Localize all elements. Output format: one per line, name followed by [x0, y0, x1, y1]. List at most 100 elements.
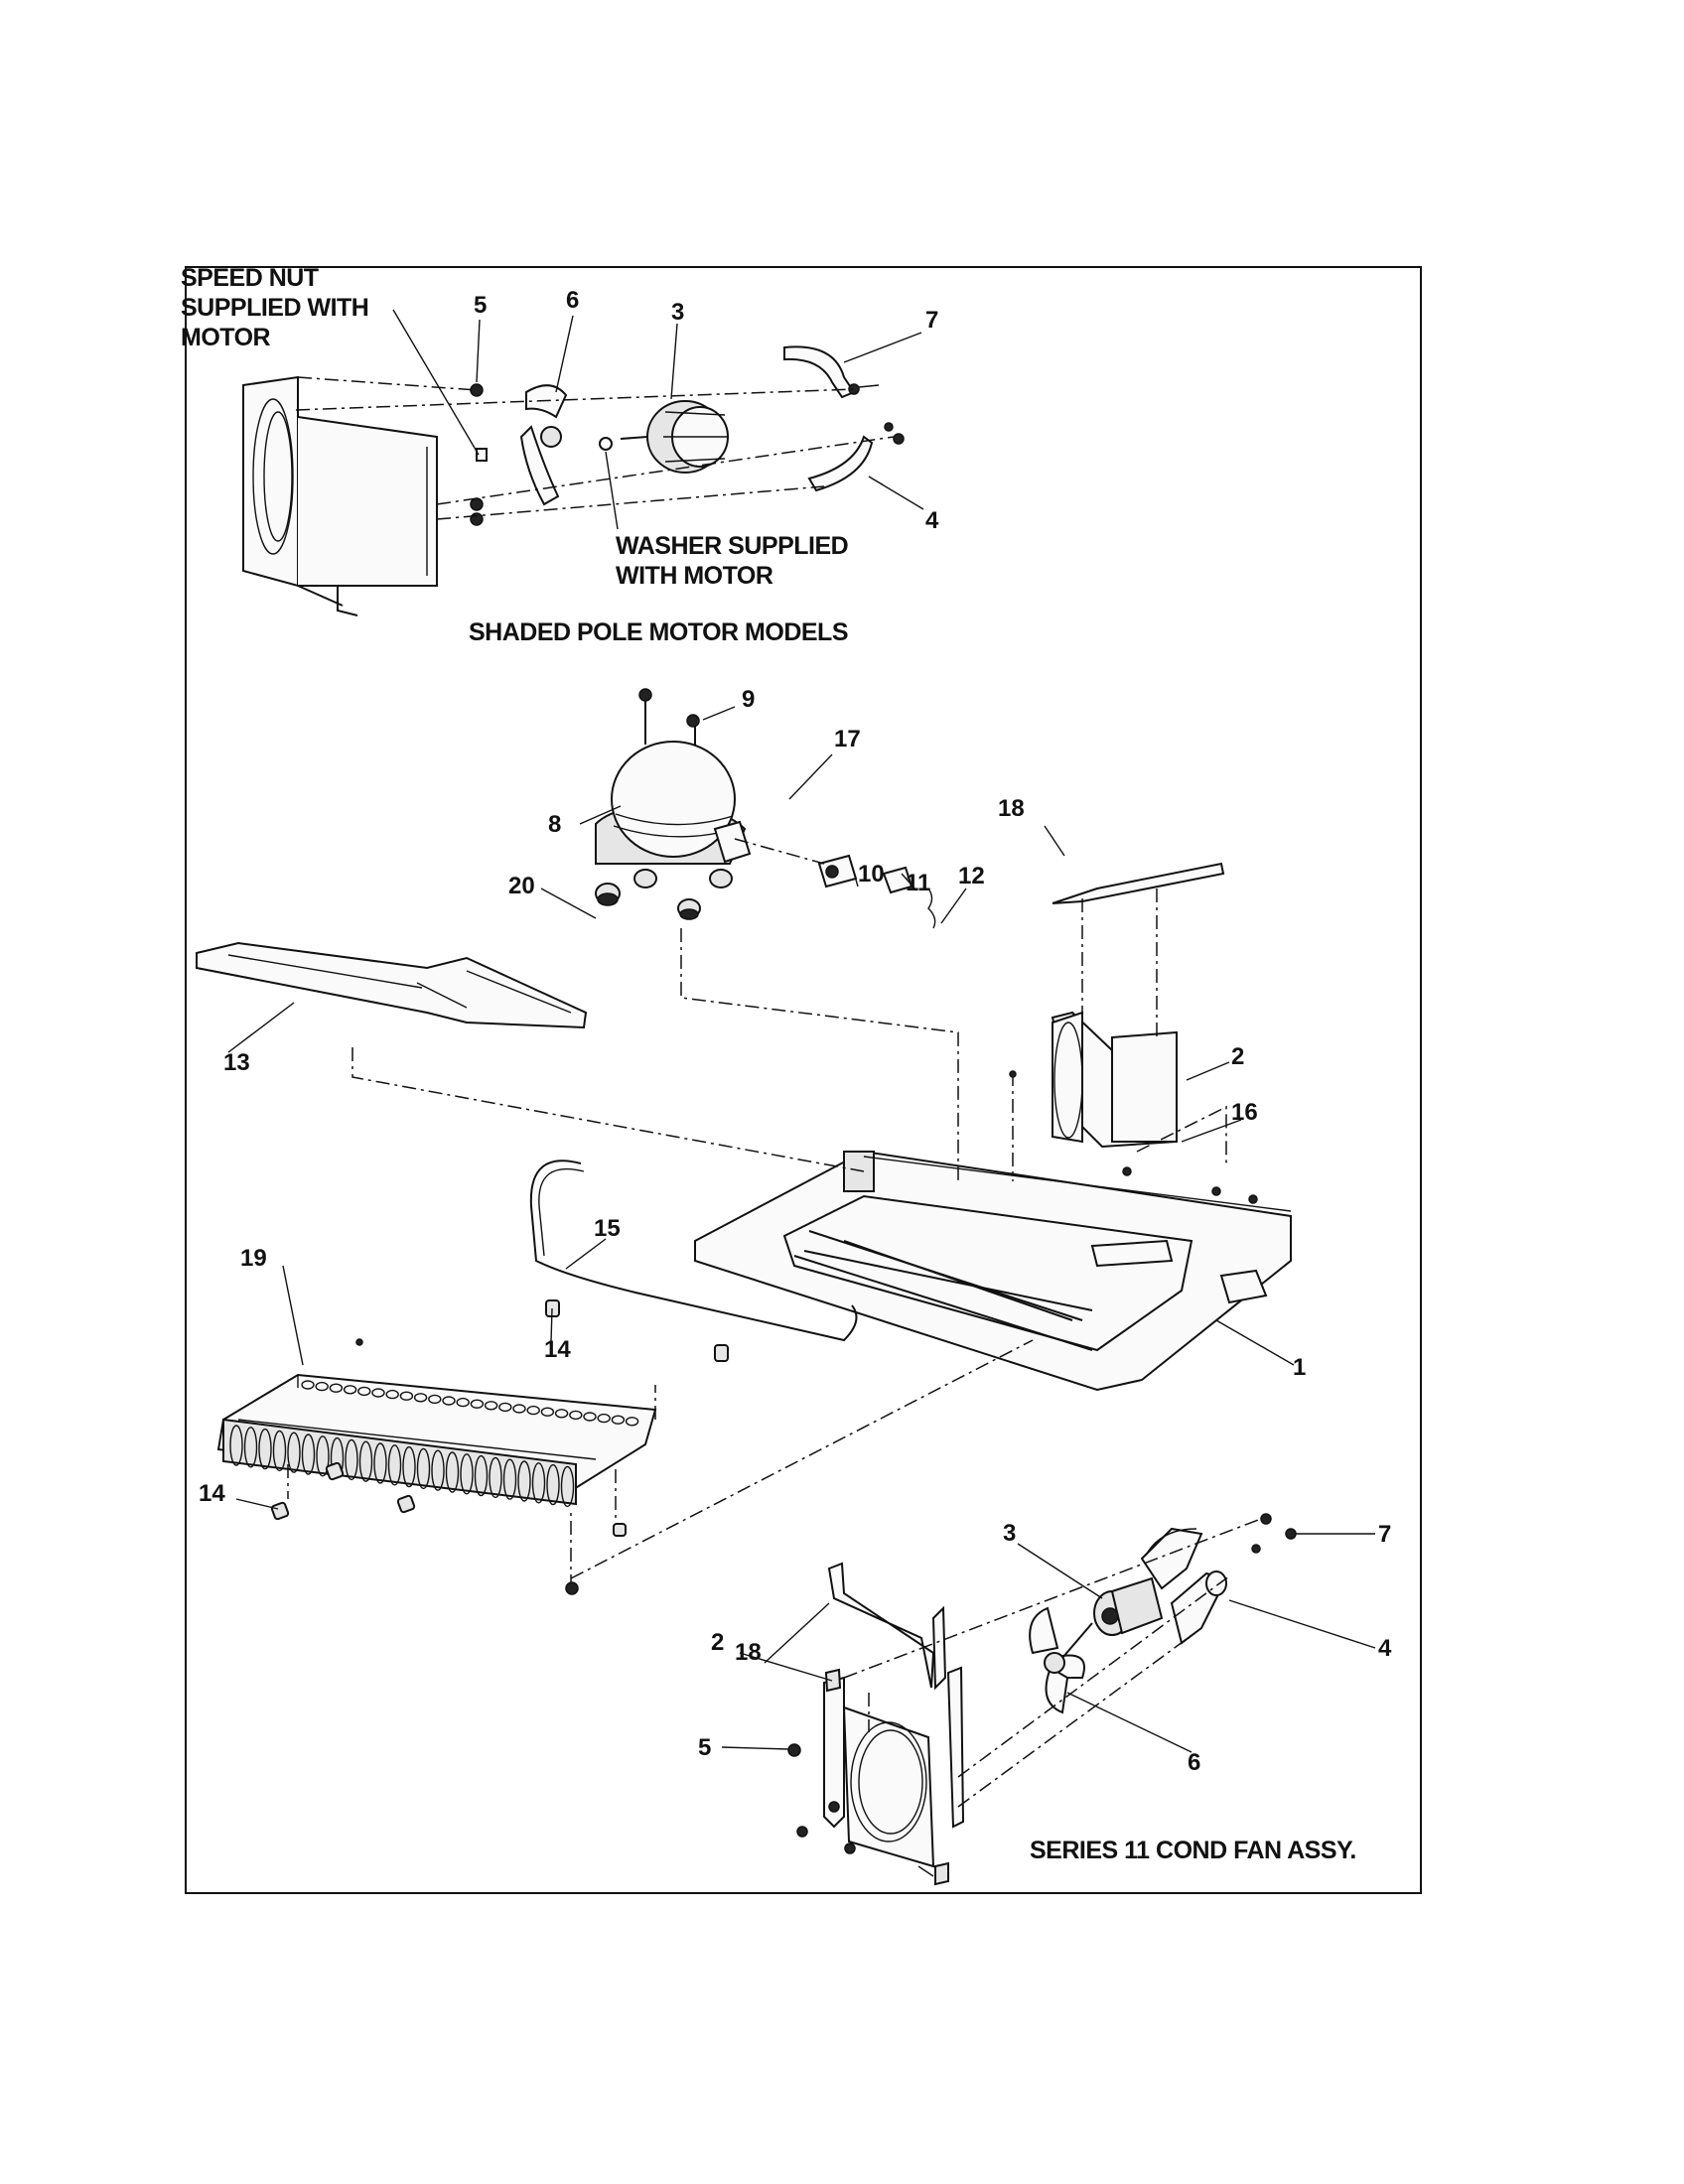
callout-bottom-4: 4	[1378, 1635, 1392, 1662]
top-motor-bracket-7	[783, 345, 880, 399]
coil-turn-top	[442, 1396, 456, 1406]
coil-turn-top	[413, 1393, 428, 1403]
callout-bottom-18: 18	[735, 1639, 762, 1666]
top-motor-3	[620, 400, 729, 474]
diagram-frame	[185, 266, 1422, 1894]
coil-turn	[445, 1451, 460, 1493]
coil-turn	[546, 1463, 560, 1506]
top-motor-bracket-4	[807, 422, 905, 492]
coil-turn	[560, 1465, 575, 1508]
callout-bottom-3: 3	[1003, 1520, 1016, 1547]
callout-bottom-2: 2	[711, 1629, 724, 1656]
coil-turn-top	[315, 1381, 329, 1392]
callout-bottom-7: 7	[1378, 1521, 1391, 1548]
coil-turn-top	[498, 1402, 512, 1413]
coil-turn	[460, 1453, 474, 1495]
coil-turn	[316, 1435, 330, 1477]
coil-turn-top	[329, 1383, 344, 1393]
coil-turn-top	[554, 1409, 569, 1419]
compressor-8	[595, 688, 752, 865]
callout-12: 12	[958, 863, 985, 889]
bottom-bracket-18	[827, 1562, 947, 1691]
top-fan-blade-6	[519, 384, 568, 506]
callout-bottom-6: 6	[1188, 1749, 1200, 1776]
callout-bottom-5: 5	[698, 1734, 711, 1761]
coil-turn	[531, 1462, 546, 1504]
coil-turn	[431, 1449, 445, 1491]
coil-turn-top	[597, 1413, 611, 1424]
base-dash-lines	[351, 928, 1258, 1204]
bottom-bracket-7	[1140, 1527, 1203, 1590]
washer-caption-line-1: WASHER SUPPLIED	[616, 532, 848, 560]
coil-turn-top	[569, 1410, 583, 1421]
callout-top-5: 5	[474, 292, 487, 319]
callout-16: 16	[1231, 1099, 1258, 1126]
callout-top-4: 4	[925, 507, 939, 534]
callout-17: 17	[834, 726, 861, 752]
coil-turn	[517, 1460, 531, 1502]
middle-leaders	[540, 706, 1065, 924]
callout-top-7: 7	[925, 307, 938, 334]
coil-turn	[301, 1433, 316, 1475]
coil-turn-top	[301, 1380, 315, 1390]
right-shroud-2	[1051, 862, 1225, 1149]
coil-turn-top	[385, 1389, 399, 1400]
speed-nut-caption-line-1: SPEED NUT	[181, 264, 319, 292]
bottom-fan-shroud-2	[787, 1666, 965, 1886]
top-fan-shroud	[242, 375, 438, 616]
callout-14-lower: 14	[199, 1480, 225, 1507]
coil-turn	[387, 1444, 402, 1486]
bottom-fan-blade-6	[1029, 1606, 1085, 1714]
callout-1: 1	[1293, 1354, 1306, 1381]
bottom-dash-lines	[843, 1513, 1297, 1808]
callout-top-6: 6	[566, 287, 579, 314]
coil-turn	[243, 1427, 258, 1468]
tube-15	[529, 1160, 858, 1362]
bottom-leaders	[721, 1533, 1376, 1753]
coil-turn	[373, 1442, 387, 1484]
base-plate-1	[694, 1150, 1292, 1392]
callout-2-right: 2	[1231, 1043, 1244, 1070]
coil-turn-top	[456, 1397, 470, 1408]
bottom-bracket-4	[1170, 1570, 1228, 1645]
washer-caption-line-2: WITH MOTOR	[616, 562, 773, 590]
coil-turn-top	[526, 1405, 540, 1416]
coil-turn-top	[512, 1404, 526, 1414]
coil-turn-top	[371, 1388, 385, 1398]
speed-nut-caption-line-2: SUPPLIED WITH	[181, 294, 368, 322]
callout-15: 15	[594, 1215, 621, 1242]
coil-turn	[474, 1454, 489, 1497]
coil-turn-top	[357, 1386, 371, 1397]
coil-turn-top	[540, 1407, 555, 1417]
coil-turn	[358, 1440, 373, 1482]
coil-turn	[416, 1447, 431, 1490]
callout-10: 10	[858, 861, 885, 887]
callout-11: 11	[906, 870, 930, 896]
bottom-motor-3	[1061, 1576, 1164, 1659]
coil-turn-top	[399, 1391, 414, 1401]
callout-top-3: 3	[671, 299, 684, 326]
coil-turn-top	[343, 1385, 357, 1395]
drain-pan-13	[196, 941, 588, 1053]
series-11-cond-fan-assy-caption: SERIES 11 COND FAN ASSY.	[1030, 1837, 1356, 1864]
coil-turn	[272, 1430, 287, 1472]
callout-18-top: 18	[998, 795, 1025, 822]
callout-13: 13	[223, 1049, 250, 1076]
coil-turn	[489, 1456, 502, 1499]
compressor-grommets-20	[595, 869, 733, 920]
coil-turn-top	[470, 1399, 485, 1409]
coil-turn	[258, 1428, 272, 1470]
coil-turn-top	[625, 1417, 639, 1427]
coil-turn-top	[484, 1401, 498, 1411]
speed-nut-caption-line-3: MOTOR	[181, 324, 271, 351]
top-dash-lines	[295, 376, 895, 520]
coil-turn-top	[428, 1394, 442, 1405]
coil-turn	[345, 1438, 358, 1481]
shaded-pole-motor-models-caption: SHADED POLE MOTOR MODELS	[469, 618, 848, 646]
coil-turn	[229, 1425, 243, 1466]
coil-turn	[287, 1432, 301, 1473]
callout-8: 8	[548, 811, 561, 838]
coil-turn	[502, 1458, 517, 1500]
callout-20: 20	[508, 873, 535, 899]
